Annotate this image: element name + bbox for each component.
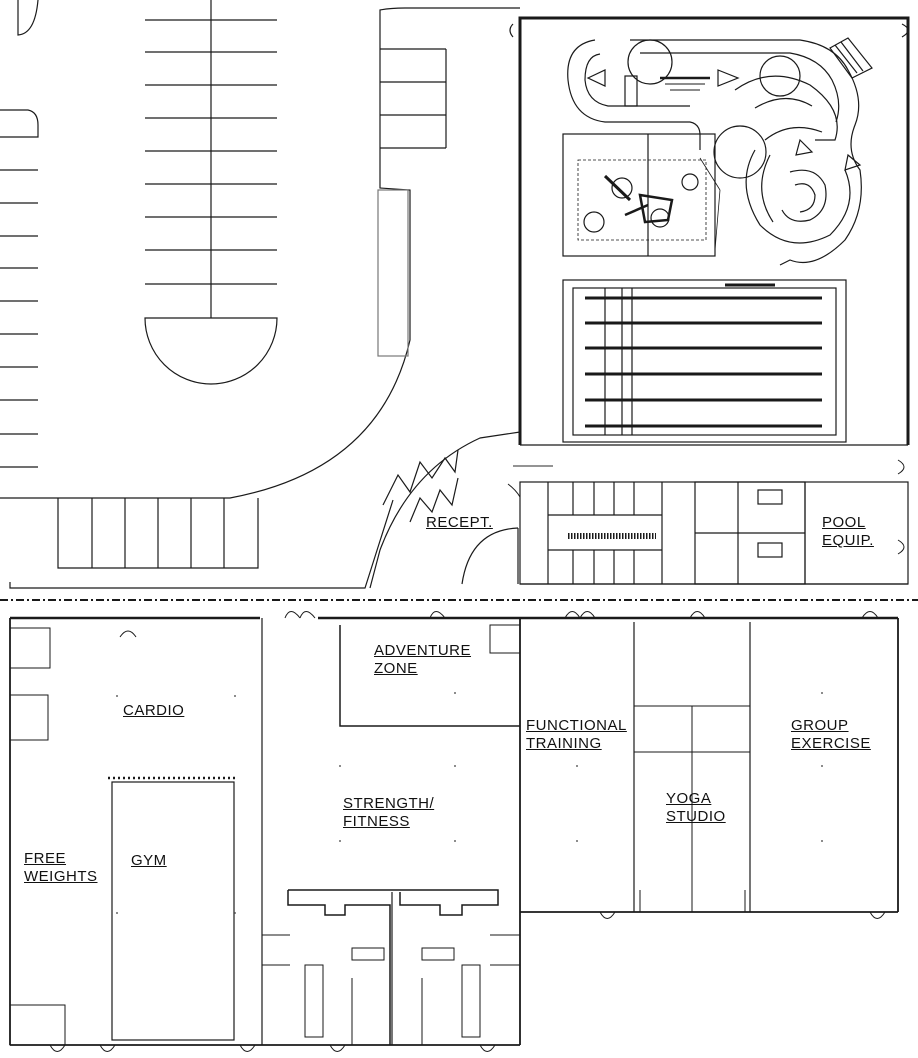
play-structure: [562, 133, 721, 257]
parking-stalls-bottom: [57, 498, 259, 569]
room-label-adventure-zone: ADVENTURE ZONE: [374, 642, 472, 677]
room-label-free-weights: FREE WEIGHTS: [24, 850, 98, 885]
locker-stalls: [572, 482, 635, 584]
natatorium: [509, 16, 910, 446]
lower-building: [9, 618, 899, 1046]
room-label-cardio: CARDIO: [123, 702, 185, 719]
parking-island: [144, 317, 278, 385]
parking-stalls-right: [380, 48, 447, 149]
parking-stalls-left: [0, 169, 38, 468]
structural-columns: [116, 692, 823, 914]
lap-pool: [562, 279, 847, 443]
parking-lot: [0, 0, 520, 589]
locker-wing: [369, 431, 909, 589]
lap-lanes: [585, 296, 822, 428]
room-label-gym: GYM: [131, 852, 167, 869]
room-label-strength-fitness: STRENGTH/ FITNESS: [343, 795, 435, 830]
room-label-yoga-studio: YOGA STUDIO: [666, 790, 726, 825]
room-label-pool-equipment: POOL EQUIP.: [822, 514, 874, 549]
room-label-functional-training: FUNCTIONAL TRAINING: [526, 717, 627, 752]
leisure-pool: [567, 37, 873, 266]
room-label-group-exercise: GROUP EXERCISE: [791, 717, 871, 752]
parking-stalls-center: [145, 19, 277, 285]
door-swings: [49, 459, 905, 1052]
room-label-reception: RECEPT.: [426, 514, 493, 531]
